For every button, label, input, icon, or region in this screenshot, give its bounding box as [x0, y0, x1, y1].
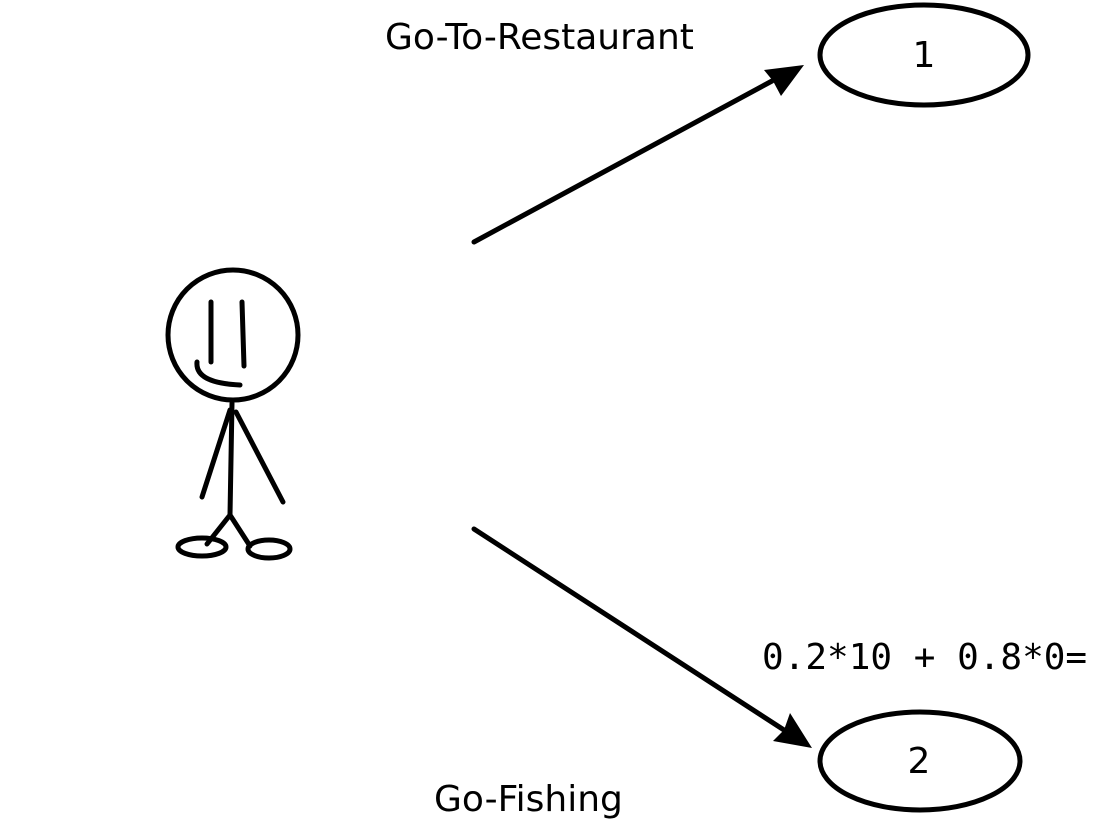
node-label: 2: [908, 741, 931, 782]
expected-value-annotation: 0.2*10 + 0.8*0=: [762, 637, 1087, 678]
edge-label-restaurant: Go-To-Restaurant: [385, 17, 694, 58]
arrowhead-icon: [773, 713, 812, 748]
arrowhead-icon: [764, 65, 804, 96]
outcome-node-2: 2: [817, 709, 1023, 813]
edge-go-fishing: [471, 526, 812, 748]
edge-go-to-restaurant: [471, 65, 804, 245]
node-label: 1: [913, 35, 936, 76]
edge-label-fishing: Go-Fishing: [434, 779, 623, 820]
stick-figure-icon: [165, 267, 301, 561]
outcome-node-1: 1: [817, 2, 1031, 108]
